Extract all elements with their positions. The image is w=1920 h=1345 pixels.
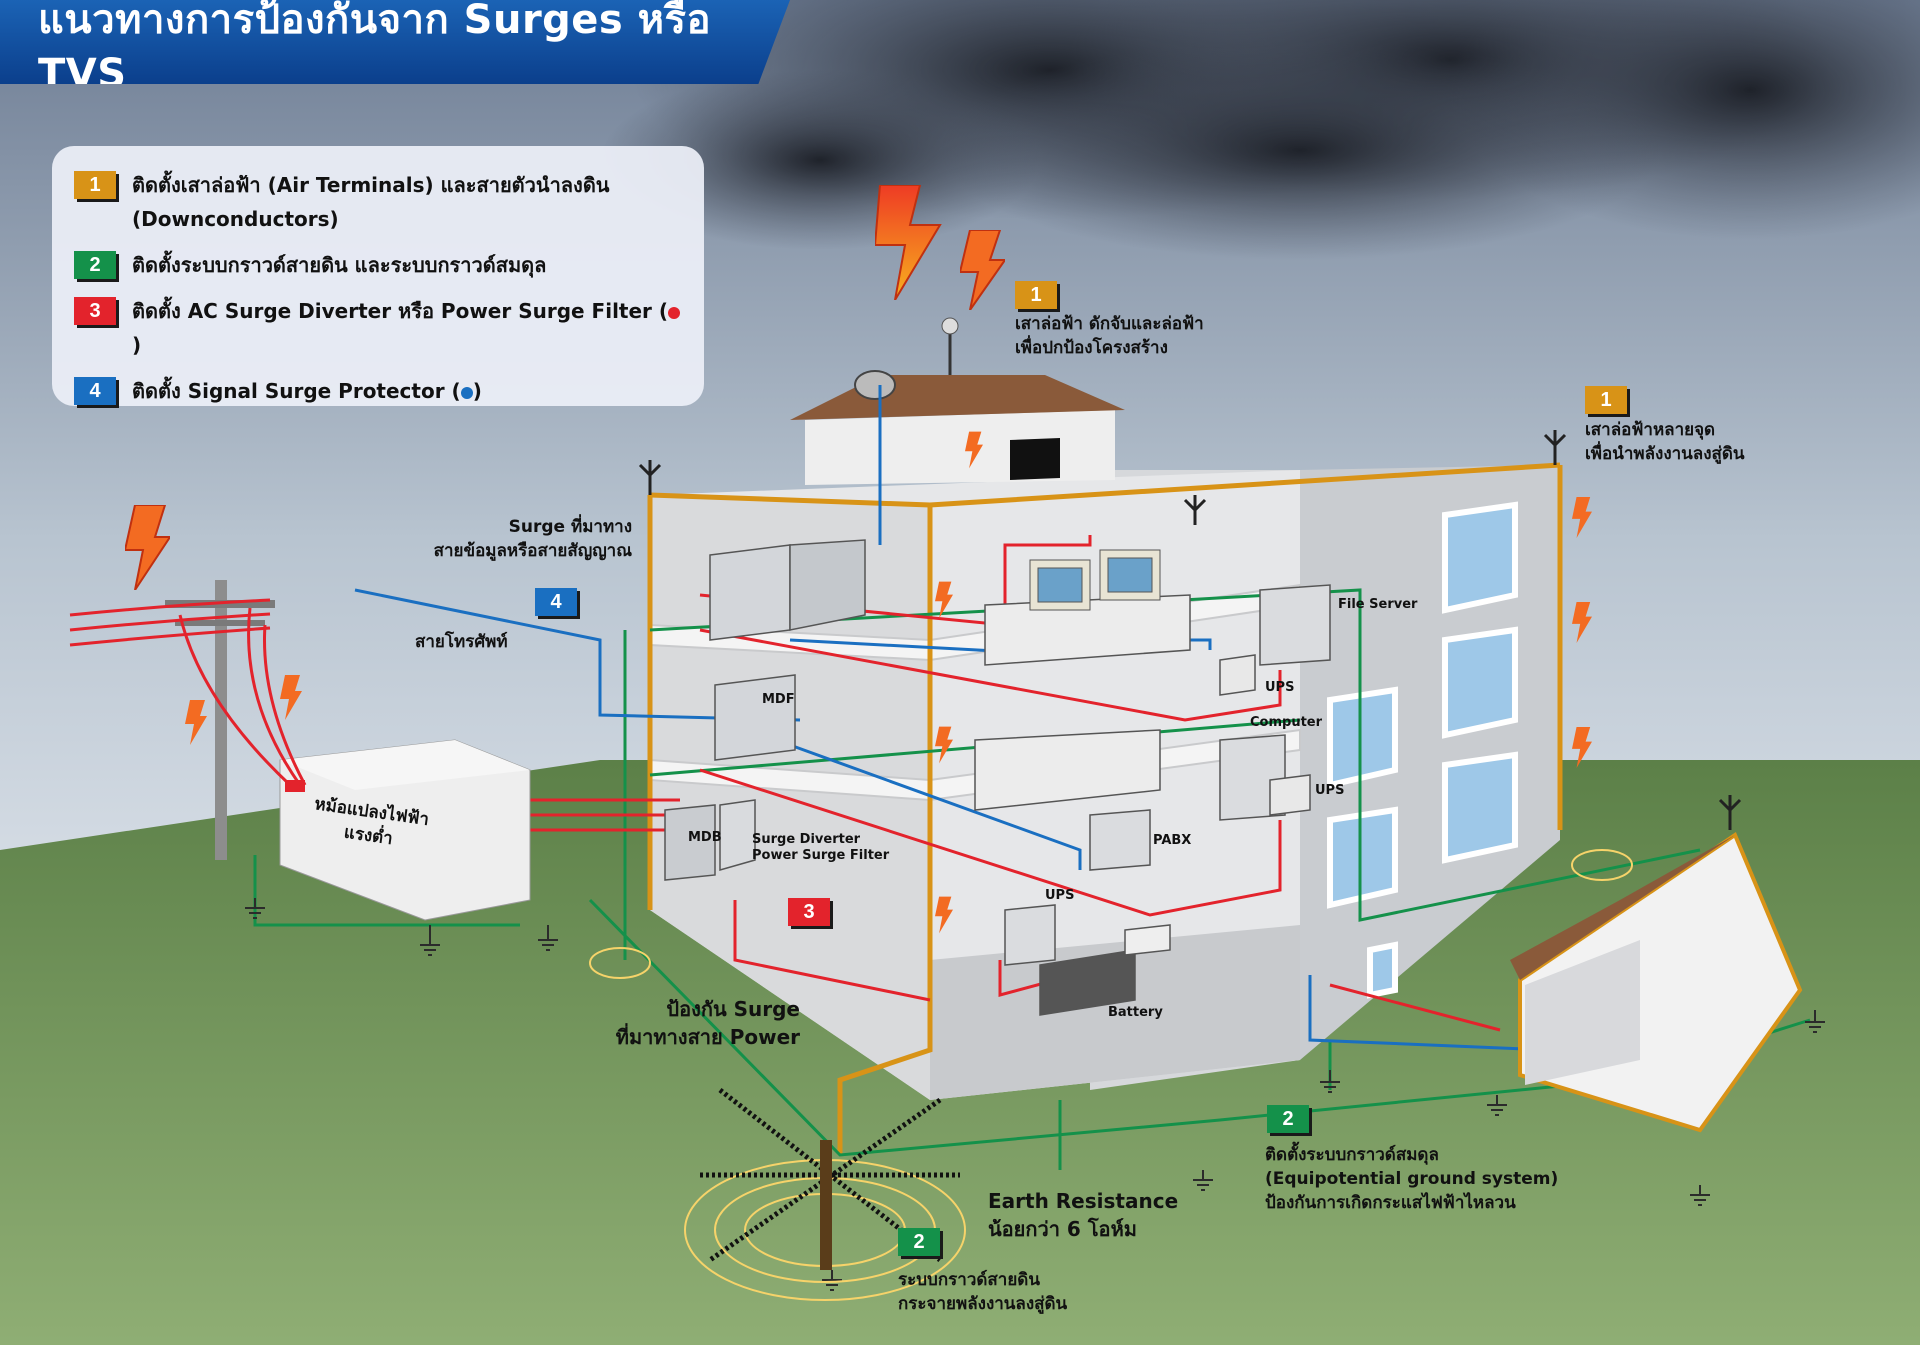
badge-3: 3 [74,297,116,325]
page-title: แนวทางการป้องกันจาก Surges หรือ TVS [38,0,712,97]
mdb-label: MDB [688,830,722,845]
penthouse [805,410,1115,485]
lightning-bolt-icon [935,581,953,619]
lightning-bolt-icon [935,896,953,934]
air-terminal-label: เสาล่อฟ้า ดักจับและล่อฟ้า เพื่อปกป้องโคร… [1015,314,1204,358]
ups-low-label: UPS [1045,888,1075,903]
lightning-bolt-icon [1572,602,1592,643]
equipment [664,539,1331,1016]
ups-mid-label: UPS [1315,783,1345,798]
battery-label: Battery [1108,1005,1163,1020]
legend-item-1: 1 ติดตั้งเสาล่อฟ้า (Air Terminals) และสา… [74,168,682,236]
badge-4: 4 [74,377,116,405]
earth-grounding-label: ระบบกราวด์สายดิน กระจายพลังงานลงสู่ดิน [898,1270,1068,1314]
lightning-bolt-icon [185,700,207,745]
lightning-bolt-icon [125,505,170,590]
legend-panel: 1 ติดตั้งเสาล่อฟ้า (Air Terminals) และสา… [52,146,704,406]
building-side-wall [1300,465,1560,1060]
satellite-dish [854,370,896,400]
signal-surge-badge: 4 [535,588,577,616]
badge-1: 1 [74,171,116,199]
ground-symbols [245,898,1825,1291]
power-lines [69,598,307,787]
legend-item-4-text: ติดตั้ง Signal Surge Protector ( [132,379,461,403]
air-terminal-badge: 1 [1015,281,1057,309]
legend-item-2: 2 ติดตั้งระบบกราวด์สายดิน และระบบกราวด์ส… [74,248,682,282]
ground-rod [820,1140,832,1270]
red-dot-icon [668,306,681,319]
lightning-bolt-icon [1572,497,1592,538]
power-surge-badge: 3 [788,898,830,926]
legend-item-3-paren: ) [132,333,142,357]
file-server-label: File Server [1338,597,1418,612]
earth-badge: 2 [898,1228,940,1256]
multi-terminal-badge: 1 [1585,386,1627,414]
lightning-bolt-icon [935,726,953,764]
equipotential-badge: 2 [1267,1105,1309,1133]
phone-line-label: สายโทรศัพท์ [415,632,508,652]
blue-dot-icon [460,386,473,399]
legend-item-1-line1: ติดตั้งเสาล่อฟ้า (Air Terminals) และสายต… [132,173,610,197]
multi-terminal-label: เสาล่อฟ้าหลายจุด เพื่อนำพลังงานลงสู่ดิน [1585,420,1745,464]
signal-surge-label: Surge ที่มาทาง สายข้อมูลหรือสายสัญญาณ [433,517,632,561]
title-banner: แนวทางการป้องกันจาก Surges หรือ TVS [0,0,790,84]
power-surge-label: ป้องกัน Surge ที่มาทางสาย Power [615,997,800,1049]
legend-item-3: 3 ติดตั้ง AC Surge Diverter หรือ Power S… [74,294,682,362]
legend-item-1-line2: (Downconductors) [132,207,339,231]
legend-item-2-text: ติดตั้งระบบกราวด์สายดิน และระบบกราวด์สมด… [132,253,547,277]
legend-item-4-paren: ) [472,379,482,403]
equipotential-label: ติดตั้งระบบกราวด์สมดุล (Equipotential gr… [1265,1145,1559,1213]
badge-2: 2 [74,251,116,279]
roof-antennas [638,430,1742,830]
lightning-bolt-icon [965,431,983,469]
lightning-bolt-icon [960,230,1005,310]
lightning-bolt-icon [875,185,942,300]
downconductors [647,465,1563,1155]
storm-cloud [600,0,1920,260]
legend-item-4: 4 ติดตั้ง Signal Surge Protector () [74,374,682,408]
lightning-bolt-icon [1572,727,1592,768]
mdf-label: MDF [762,692,795,707]
ups-top-label: UPS [1265,680,1295,695]
earth-resistance-label: Earth Resistance น้อยกว่า 6 โอห์ม [988,1189,1179,1241]
surge-diverter-label: Surge Diverter Power Surge Filter [752,832,890,863]
power-wiring [530,535,1501,1032]
pabx-label: PABX [1153,833,1192,848]
utility-pole [215,580,227,860]
computer-label: Computer [1250,715,1323,730]
side-windows [1327,501,1518,999]
lightning-bolt-icon [280,675,302,720]
legend-item-3-text: ติดตั้ง AC Surge Diverter หรือ Power Sur… [132,299,669,323]
